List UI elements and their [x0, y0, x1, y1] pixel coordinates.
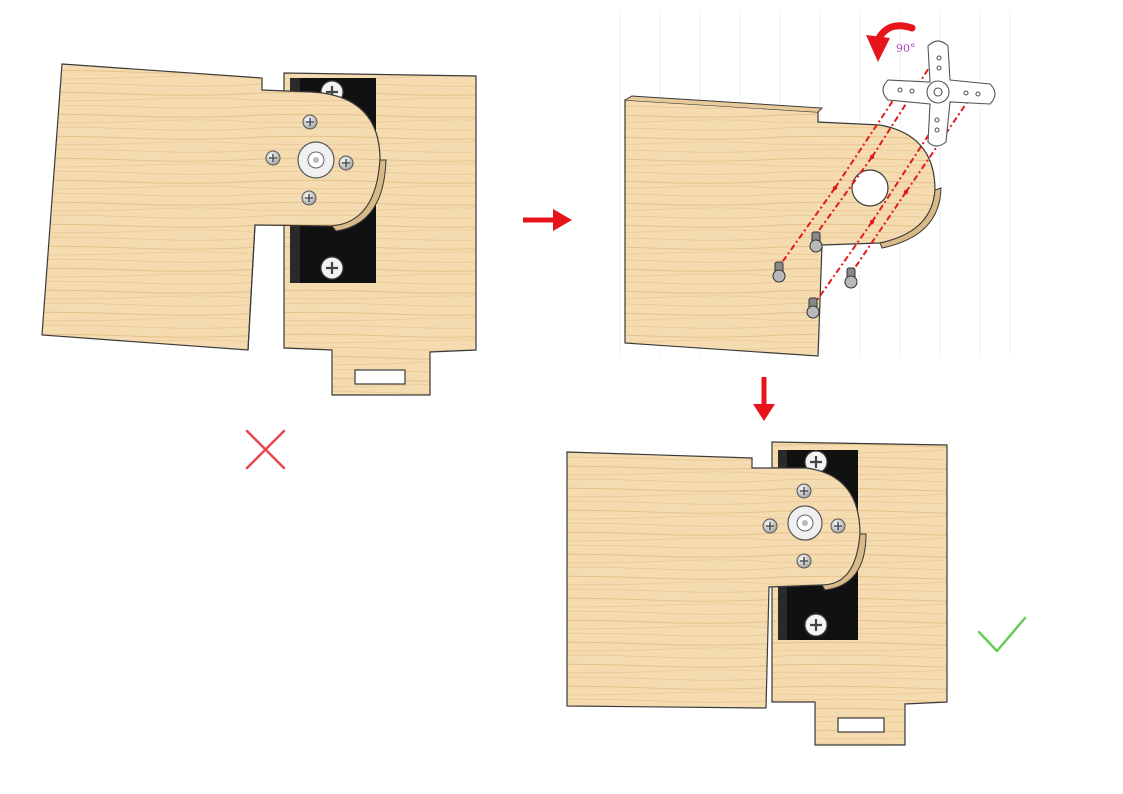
- arrow-down-icon: [753, 377, 775, 421]
- exploded-panel: [624, 95, 942, 357]
- rotation-angle-label: 90°: [896, 42, 916, 55]
- arrow-right-icon: [523, 209, 572, 231]
- wrong-left-panel: [41, 63, 387, 351]
- correct-horn: [762, 483, 846, 569]
- correct-assembly: [566, 441, 948, 746]
- incorrect-cross-icon: [245, 429, 286, 470]
- exploded-view: 90°: [619, 10, 1011, 357]
- wrong-assembly: [41, 63, 477, 396]
- rotation-arrow-icon: [866, 22, 916, 62]
- correct-left-panel: [566, 451, 867, 709]
- wrong-horn: [265, 114, 354, 206]
- servo-horn-cross: [882, 40, 996, 147]
- correct-check-icon: [977, 616, 1027, 653]
